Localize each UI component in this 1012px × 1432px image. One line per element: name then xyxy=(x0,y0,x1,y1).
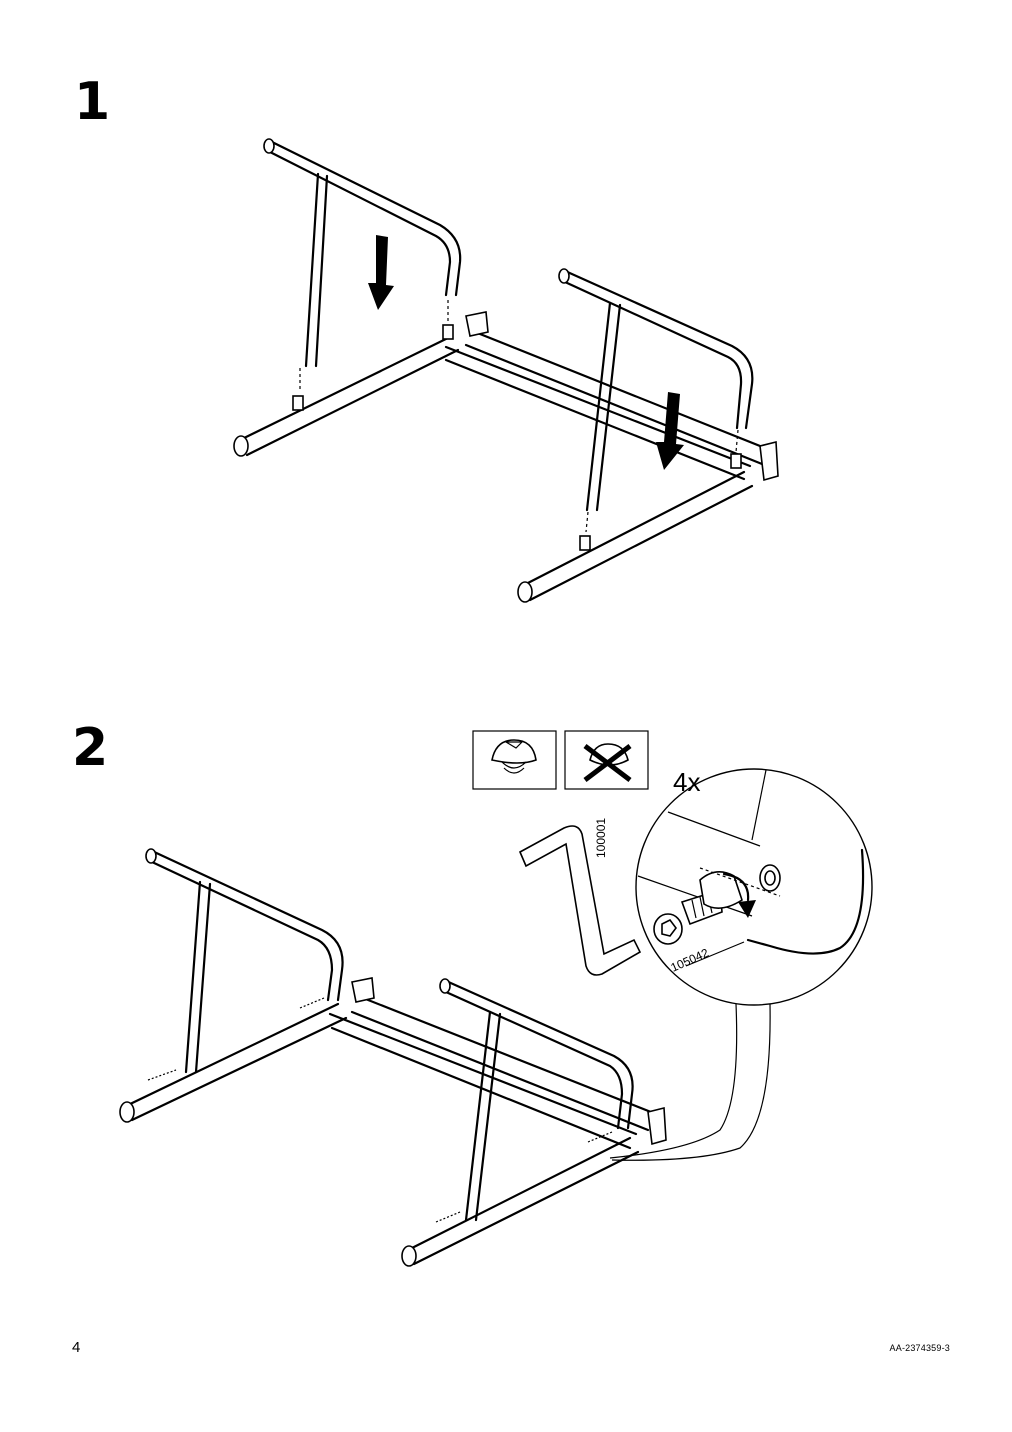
step-2-number: 2 xyxy=(72,718,109,778)
backrest-right xyxy=(558,268,754,533)
base-frame xyxy=(233,311,779,603)
overtighten-crossed-icon xyxy=(564,730,649,790)
do-not-overtighten-icon xyxy=(472,730,557,790)
document-id: AA-2374359-3 xyxy=(889,1343,950,1353)
assembled-frame xyxy=(119,848,667,1267)
allen-key-icon: 100001 xyxy=(518,818,642,976)
allen-key-part-code: 100001 xyxy=(594,818,608,858)
quantity-label: 4x xyxy=(673,767,700,797)
backrest-left xyxy=(263,138,462,392)
step-1-number: 1 xyxy=(74,72,111,132)
bolt-icon xyxy=(653,871,743,945)
page-number: 4 xyxy=(72,1339,81,1356)
detail-magnifier: 105042 xyxy=(635,768,873,1006)
downward-arrow-icon xyxy=(656,392,684,470)
callout-pointer xyxy=(609,1003,738,1159)
downward-arrow-icon xyxy=(368,235,394,310)
